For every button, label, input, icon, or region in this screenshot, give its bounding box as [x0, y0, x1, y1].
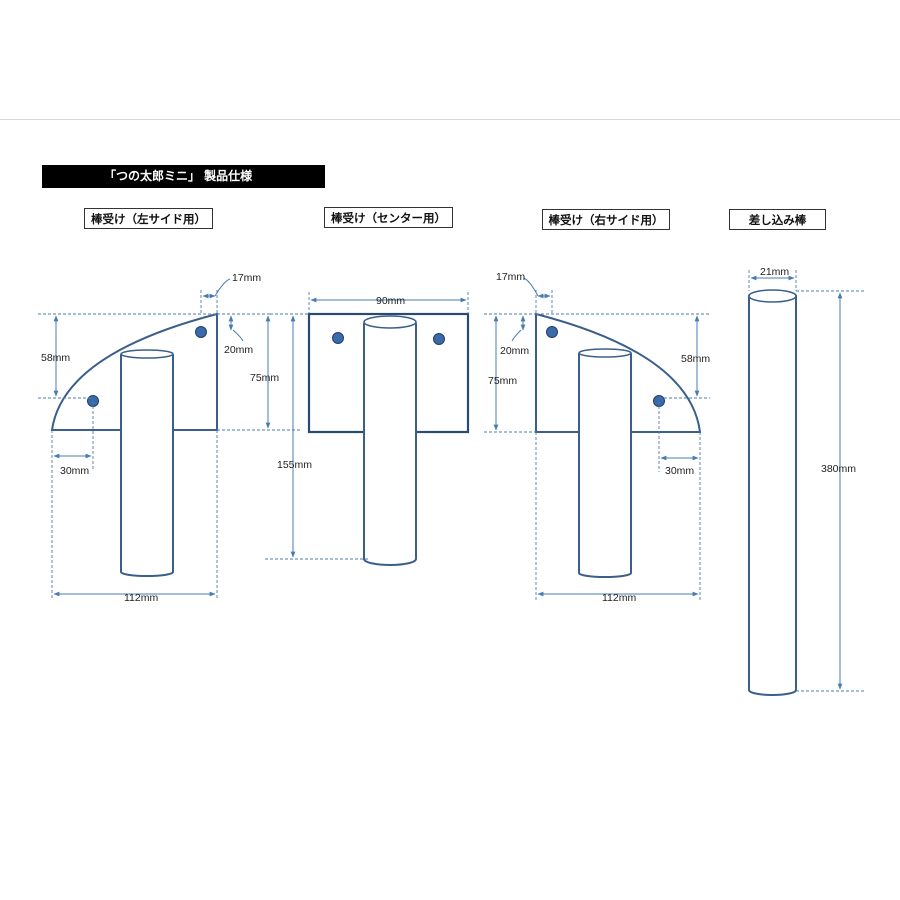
top-divider [0, 119, 900, 120]
center-holder: 90mm 155mm [265, 292, 470, 566]
pole-dim-380mm: 380mm [821, 463, 856, 475]
center-holder-hole-right [433, 333, 445, 345]
center-holder-tube [363, 317, 417, 566]
page-title: 「つの太郎ミニ」 製品仕様 [42, 165, 325, 188]
label-left-holder: 棒受け（左サイド用） [84, 208, 213, 229]
left-dim-58mm: 58mm [41, 352, 70, 364]
right-dim-17mm: 17mm [496, 271, 525, 283]
left-holder: 17mm 20mm 58mm 75mm 30mm 112mm [38, 272, 300, 604]
right-holder-tube [578, 349, 632, 578]
left-holder-hole-top [195, 326, 207, 338]
right-dim-30mm: 30mm [665, 465, 694, 477]
left-dim-17mm: 17mm [232, 272, 261, 284]
center-dim-155mm: 155mm [277, 459, 312, 471]
right-dim-112mm: 112mm [602, 592, 636, 604]
right-holder-hole-top [546, 326, 558, 338]
center-dim-90mm: 90mm [376, 295, 405, 307]
left-dim-20mm: 20mm [224, 344, 253, 356]
label-center-holder: 棒受け（センター用） [324, 207, 453, 228]
pole-dim-21mm: 21mm [760, 266, 789, 278]
label-pole: 差し込み棒 [729, 209, 826, 230]
label-right-holder: 棒受け（右サイド用） [542, 209, 670, 230]
left-dim-30mm: 30mm [60, 465, 89, 477]
left-dim-75mm: 75mm [250, 372, 279, 384]
left-dim-112mm: 112mm [124, 592, 158, 604]
right-dim-75mm: 75mm [488, 375, 517, 387]
left-holder-tube [120, 350, 174, 577]
center-holder-hole-left [332, 332, 344, 344]
right-holder: 17mm 20mm 75mm 58mm 30mm 112mm [484, 271, 710, 604]
pole-body [748, 290, 797, 696]
right-dim-58mm: 58mm [681, 353, 710, 365]
pole: 21mm 380mm [748, 266, 866, 696]
right-dim-20mm: 20mm [500, 345, 529, 357]
